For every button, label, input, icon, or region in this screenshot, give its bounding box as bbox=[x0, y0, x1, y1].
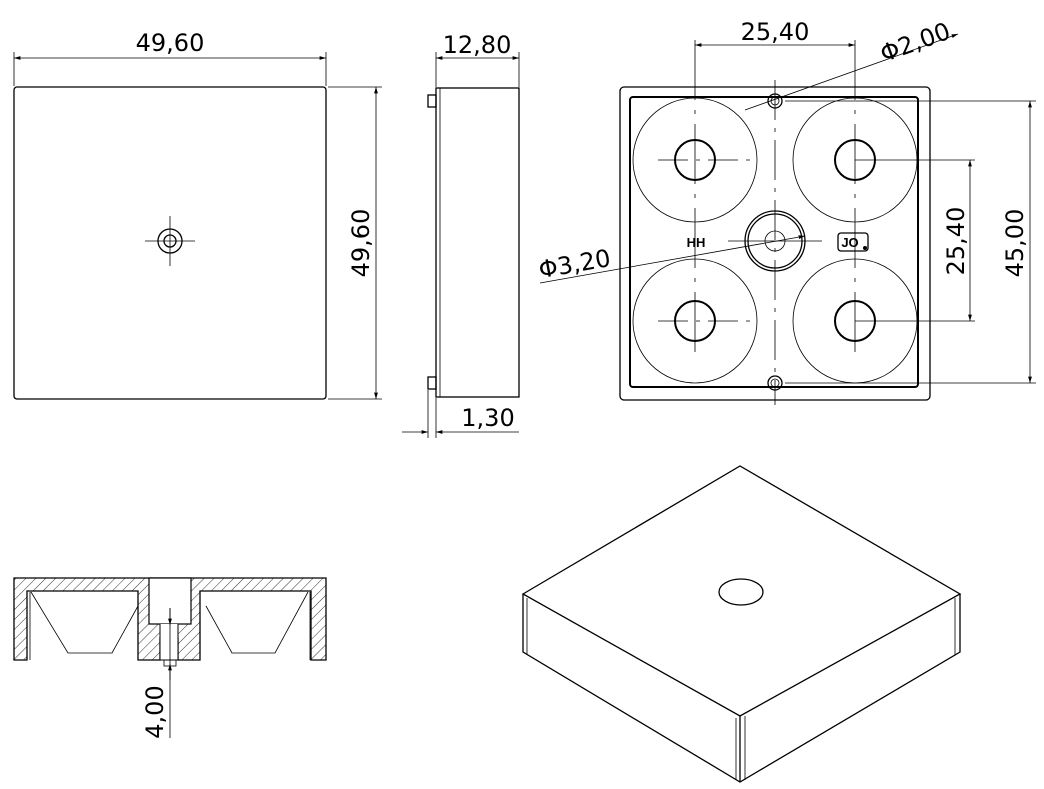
bottom-view: HH JO 25,40 Φ2,00 25,40 45,00 Φ3,20 bbox=[537, 17, 1036, 405]
outer-dimension: 45,00 bbox=[1001, 209, 1029, 278]
depth-dimension: 12,80 bbox=[443, 31, 512, 59]
marking-right: JO bbox=[841, 235, 858, 250]
width-dimension: 49,60 bbox=[136, 29, 205, 57]
front-view: 49,60 49,60 bbox=[13, 29, 382, 400]
isometric-view bbox=[521, 465, 962, 783]
spacing-horizontal-dimension: 25,40 bbox=[741, 18, 810, 46]
center-hole-dimension: Φ3,20 bbox=[537, 244, 613, 284]
spacing-vertical-dimension: 25,40 bbox=[942, 207, 970, 276]
marking-left: HH bbox=[687, 235, 706, 250]
pin-dimension: 4,00 bbox=[141, 685, 169, 738]
section-view: 4,00 bbox=[13, 577, 327, 739]
side-view: 12,80 1,30 bbox=[402, 31, 520, 438]
height-dimension: 49,60 bbox=[347, 209, 375, 278]
small-hole-dimension: Φ2,00 bbox=[876, 17, 954, 68]
flange-dimension: 1,30 bbox=[461, 404, 514, 432]
